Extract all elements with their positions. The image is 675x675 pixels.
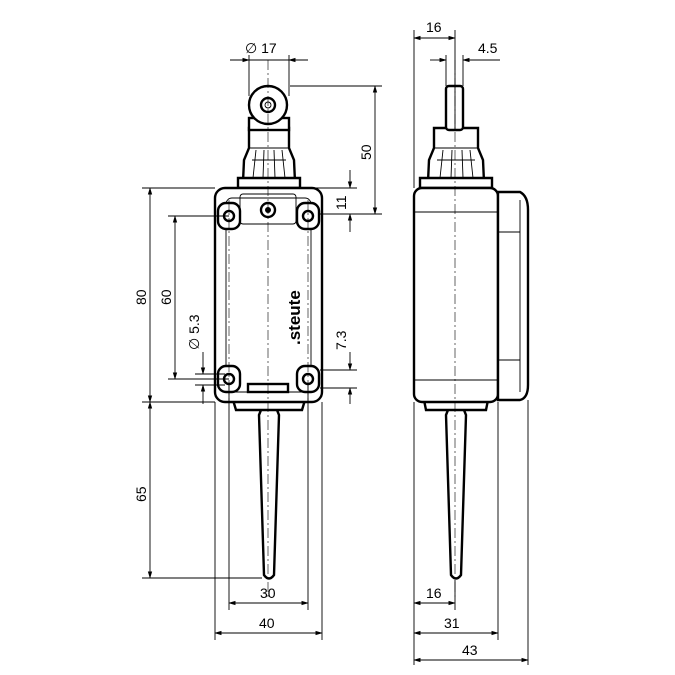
- front-housing: [213, 186, 324, 404]
- dim-side-43: 43: [462, 642, 478, 658]
- dim-height-50: 50: [358, 144, 374, 160]
- dim-lever-length-65: 65: [133, 486, 149, 502]
- dim-body-height-80: 80: [133, 289, 149, 305]
- side-view: [412, 60, 530, 600]
- dim-roller-diameter: ∅ 17: [245, 40, 277, 56]
- dim-height-11: 11: [333, 195, 349, 210]
- dim-hole-spacing-30: 30: [260, 585, 276, 601]
- side-dimensions: 16 4.5 16 31 43: [413, 19, 529, 665]
- dim-offset-7-3: 7.3: [333, 330, 349, 350]
- front-lever: [257, 403, 281, 580]
- dim-hole-pitch-60: 60: [158, 289, 174, 305]
- side-cover: [496, 190, 530, 402]
- dim-side-31: 31: [444, 615, 460, 631]
- front-roller-head: [236, 84, 302, 190]
- dim-hole-diameter: ∅ 5.3: [186, 314, 202, 350]
- dim-side-16-top: 16: [426, 19, 442, 35]
- side-lever: [444, 403, 468, 580]
- brand-logo: .steute: [285, 290, 304, 345]
- dim-side-4-5: 4.5: [478, 40, 498, 56]
- front-view: .steute: [213, 60, 324, 600]
- side-housing: [412, 186, 500, 404]
- side-roller-head: [418, 84, 494, 190]
- front-dimensions: ∅ 17 50 11 80 60 ∅ 5.3 7.3: [133, 40, 382, 640]
- dim-body-width-40: 40: [259, 615, 275, 631]
- dim-side-16-bottom: 16: [426, 585, 442, 601]
